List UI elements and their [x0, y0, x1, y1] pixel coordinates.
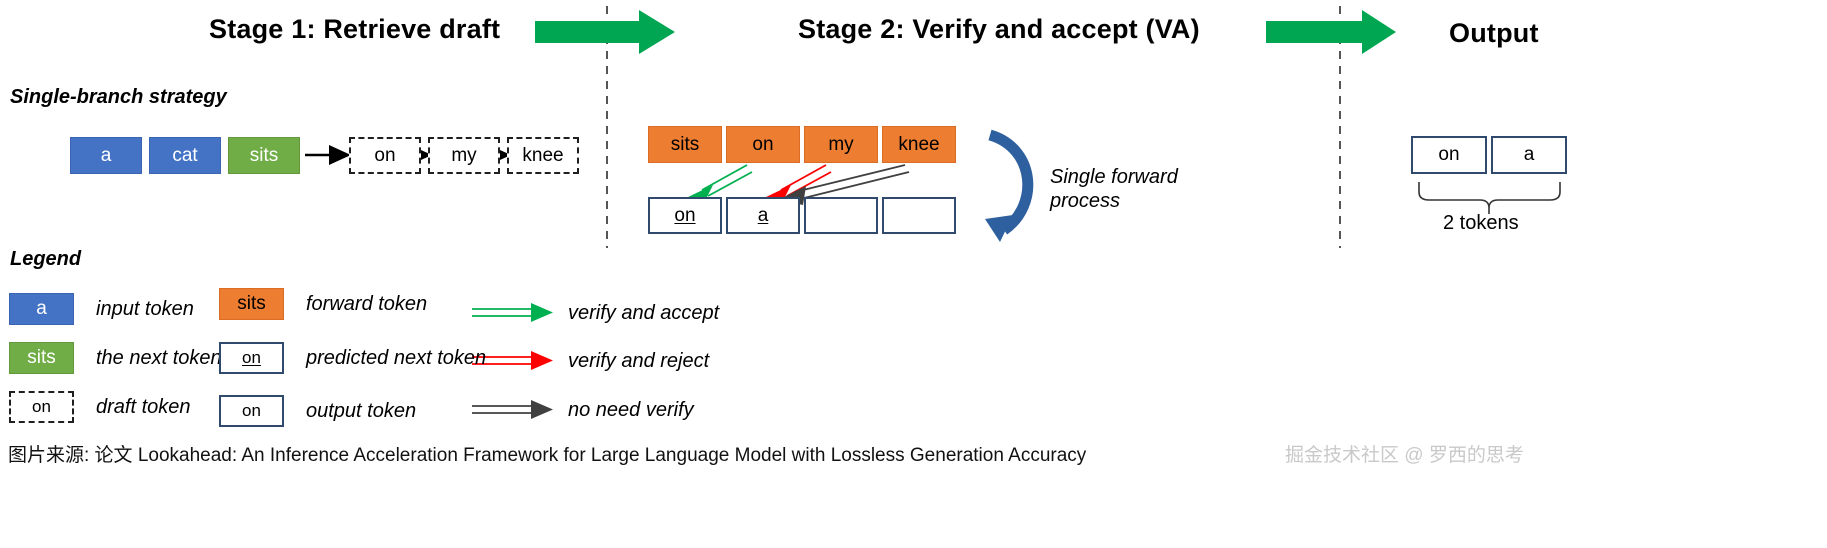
stage2-predicted-token-empty-1	[804, 197, 878, 234]
stage2-title: Stage 2: Verify and accept (VA)	[798, 14, 1200, 44]
stage2-forward-token-my: my	[804, 126, 878, 163]
legend-swatch-draft-token: on	[9, 391, 74, 423]
legend-swatch-forward-token: sits	[219, 288, 284, 320]
single-forward-process-arc	[985, 129, 1034, 242]
legend-label-predicted-next-token: predicted next token	[306, 347, 487, 369]
legend-label-forward-token: forward token	[306, 293, 428, 315]
stage2-predicted-token-empty-2	[882, 197, 956, 234]
output-brace	[1418, 182, 1561, 214]
block-arrow-stage2-to-output	[1266, 10, 1396, 54]
single-forward-process-label-line2: process	[1050, 190, 1121, 212]
legend-swatch-output-token: on	[219, 395, 284, 427]
stage1-input-token-a: a	[70, 137, 142, 174]
legend-label-next-token: the next token	[96, 347, 222, 369]
stage1-draft-token-my: my	[428, 137, 500, 174]
block-arrow-stage1-to-stage2	[535, 10, 675, 54]
output-token-count: 2 tokens	[1443, 212, 1519, 234]
single-branch-strategy-label: Single-branch strategy	[10, 86, 227, 108]
legend-swatch-input-token: a	[9, 293, 74, 325]
stage1-input-token-cat: cat	[149, 137, 221, 174]
legend-swatch-predicted-next-token: on	[219, 342, 284, 374]
stage2-forward-token-knee: knee	[882, 126, 956, 163]
legend-label-draft-token: draft token	[96, 396, 191, 418]
stage1-title: Stage 1: Retrieve draft	[209, 14, 501, 44]
stage2-forward-token-on: on	[726, 126, 800, 163]
stage1-next-token-sits: sits	[228, 137, 300, 174]
legend-label-output-token: output token	[306, 400, 417, 422]
legend-arrow-accept	[472, 303, 553, 322]
legend-arrow-no-verify	[472, 400, 553, 419]
source-caption: 图片来源: 论文 Lookahead: An Inference Acceler…	[8, 445, 1087, 466]
watermark: 掘金技术社区 @ 罗西的思考	[1285, 445, 1524, 466]
output-token-a: a	[1491, 136, 1567, 174]
stage1-draft-token-on: on	[349, 137, 421, 174]
stage1-draft-token-knee: knee	[507, 137, 579, 174]
legend-label-input-token: input token	[96, 298, 194, 320]
legend-label-verify-and-accept: verify and accept	[568, 302, 720, 324]
stage2-predicted-token-a: a	[726, 197, 800, 234]
legend-title: Legend	[10, 248, 82, 270]
stage2-predicted-token-on: on	[648, 197, 722, 234]
legend-label-no-need-verify: no need verify	[568, 399, 694, 421]
single-forward-process-label-line1: Single forward	[1050, 166, 1178, 188]
stage2-forward-token-sits: sits	[648, 126, 722, 163]
output-token-on: on	[1411, 136, 1487, 174]
output-title: Output	[1449, 18, 1539, 48]
legend-swatch-next-token: sits	[9, 342, 74, 374]
legend-label-verify-and-reject: verify and reject	[568, 350, 710, 372]
